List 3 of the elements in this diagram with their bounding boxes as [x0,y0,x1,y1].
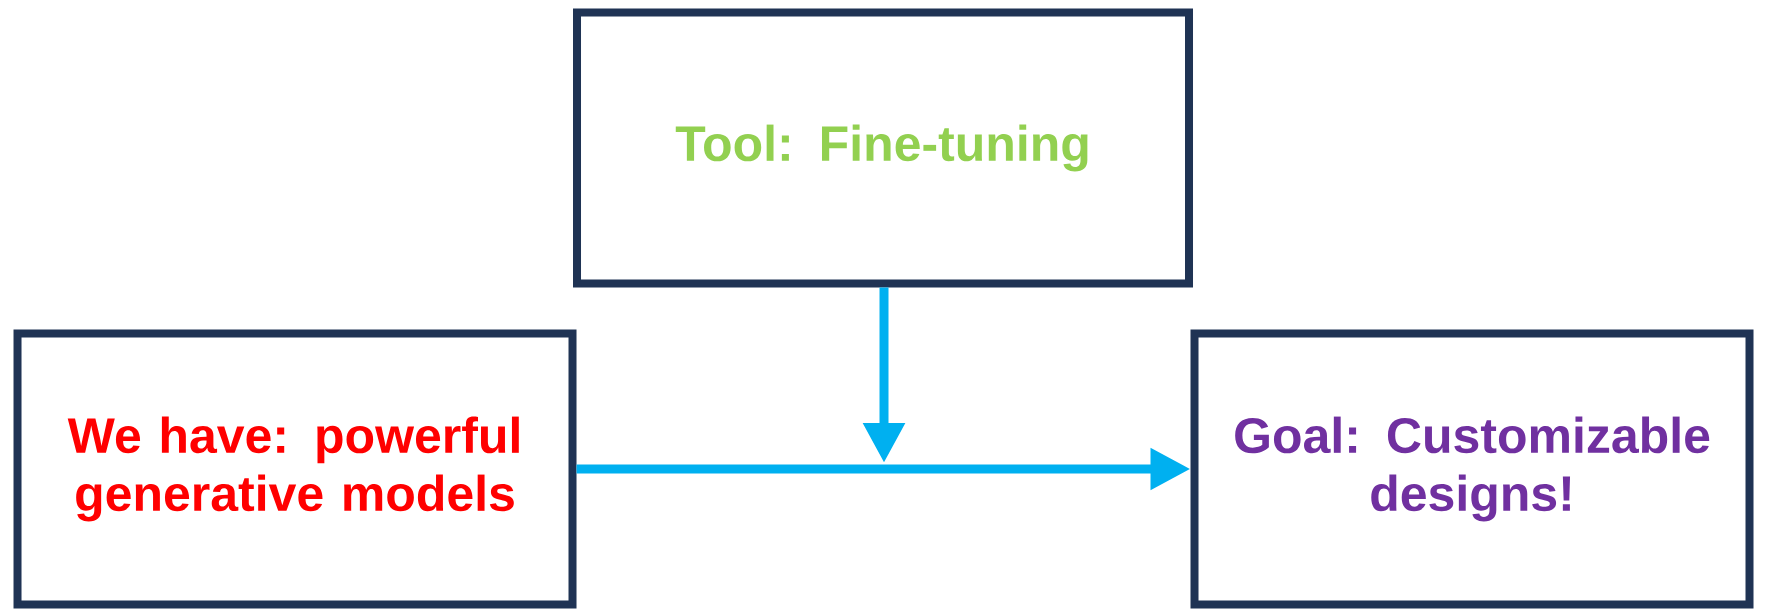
text-box: Tool: Fine-tuning [573,8,1193,288]
text-box: We have: powerful generative models [13,329,577,609]
text-box: Goal: Customizable designs! [1190,329,1754,609]
